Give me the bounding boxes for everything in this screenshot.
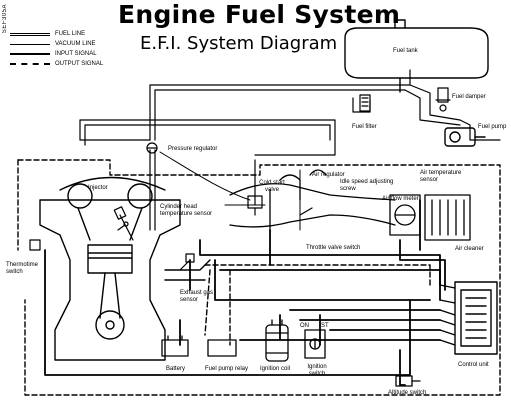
legend-item-vacuum-line: VACUUM LINE: [10, 39, 103, 49]
legend-label: INPUT SIGNAL: [55, 51, 97, 57]
label-fuel-damper: Fuel damper: [452, 94, 486, 100]
legend-label: VACUUM LINE: [55, 41, 96, 47]
label-ignition-on: ON: [300, 323, 309, 329]
label-exhaust-gas-sensor: Exhaust gas sensor: [180, 290, 214, 303]
legend-item-output-signal: OUTPUT SIGNAL: [10, 59, 103, 69]
ignition-switch-shape: [304, 329, 326, 359]
label-battery: Battery: [166, 366, 186, 372]
battery-shape: [161, 335, 189, 357]
label-idle-speed-screw: Idle speed adjusting screw: [340, 179, 394, 192]
vacuum-line-swatch: [10, 43, 50, 45]
legend-item-fuel-line: FUEL LINE: [10, 29, 103, 39]
label-ignition-switch: Ignition switch: [307, 364, 327, 377]
label-altitude-switch: Altitude switch: [388, 390, 427, 396]
legend-label: OUTPUT SIGNAL: [55, 61, 104, 67]
fuel-pump-shape: [444, 127, 486, 147]
intake-duct-shape: [229, 169, 471, 241]
legend-item-input-signal: INPUT SIGNAL: [10, 49, 103, 59]
legend-label: FUEL LINE: [55, 31, 86, 37]
ignition-coil-shape: [265, 319, 289, 362]
label-thermotime-switch: Thermotime switch: [6, 262, 39, 275]
label-air-temperature-sensor: Air temperature sensor: [420, 170, 462, 183]
figure-code: SEF305A: [2, 4, 8, 34]
legend: FUEL LINE VACUUM LINE INPUT SIGNAL OUTPU…: [10, 29, 103, 69]
fuel-tank-shape: [344, 19, 489, 93]
thermotime-switch-shape: [29, 239, 41, 251]
cylinder-head-temp-sensor-shape: [117, 221, 129, 231]
fuel-filter-shape: [359, 94, 371, 112]
input-signal-swatch: [10, 53, 50, 55]
label-cold-start-valve: Cold start valve: [259, 180, 285, 193]
injector-shape: [113, 206, 134, 241]
input-signal-network: [44, 199, 446, 386]
label-throttle-valve-switch: Throttle valve switch: [306, 245, 361, 251]
diagram-subtitle: E.F.I. System Diagram: [140, 33, 338, 54]
exhaust-gas-sensor-shape: [179, 253, 195, 271]
label-ignition-st: ST: [321, 323, 329, 329]
label-air-regulator: Air regulator: [312, 172, 345, 178]
fuel-pump-relay-shape: [207, 339, 237, 357]
fuel-line-swatch: [10, 32, 50, 36]
cold-start-valve-shape: [247, 195, 263, 216]
label-fuel-tank: Fuel tank: [393, 48, 418, 54]
output-signal-swatch: [10, 63, 50, 65]
pressure-regulator-shape: [146, 142, 158, 154]
control-unit-shape: [439, 281, 498, 355]
label-pressure-regulator: Pressure regulator: [168, 146, 218, 152]
label-fuel-pump: Fuel pump: [478, 124, 507, 130]
label-cylinder-head-temp-sensor: Cylinder head temperature sensor: [160, 204, 213, 217]
label-fuel-filter: Fuel filter: [352, 124, 377, 130]
diagram-title: Engine Fuel System: [118, 0, 401, 29]
label-air-cleaner: Air cleaner: [455, 246, 484, 252]
label-fuel-pump-relay: Fuel pump relay: [205, 366, 249, 372]
label-air-flow-meter: Air flow meter: [382, 196, 419, 202]
label-control-unit: Control unit: [458, 362, 489, 368]
output-signal-network: [17, 159, 501, 396]
altitude-switch-shape: [395, 375, 421, 387]
label-injector: Injector: [88, 185, 108, 191]
label-ignition-coil: Ignition coil: [260, 366, 291, 372]
fuel-line-network: [79, 69, 501, 231]
engine-block-shape: [39, 176, 211, 361]
fuel-damper-shape: [435, 87, 451, 112]
